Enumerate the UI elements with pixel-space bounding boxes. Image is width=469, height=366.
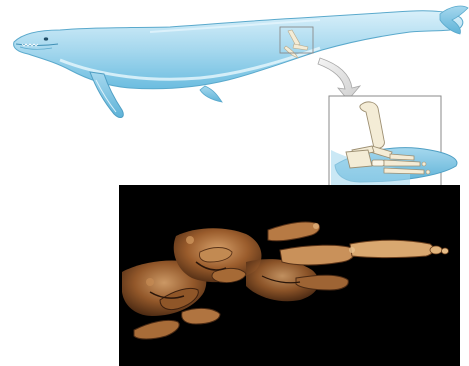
- hind-limb-detail-box: [329, 96, 457, 189]
- fossil-photo: [119, 185, 460, 366]
- curved-arrow-icon: [318, 58, 360, 100]
